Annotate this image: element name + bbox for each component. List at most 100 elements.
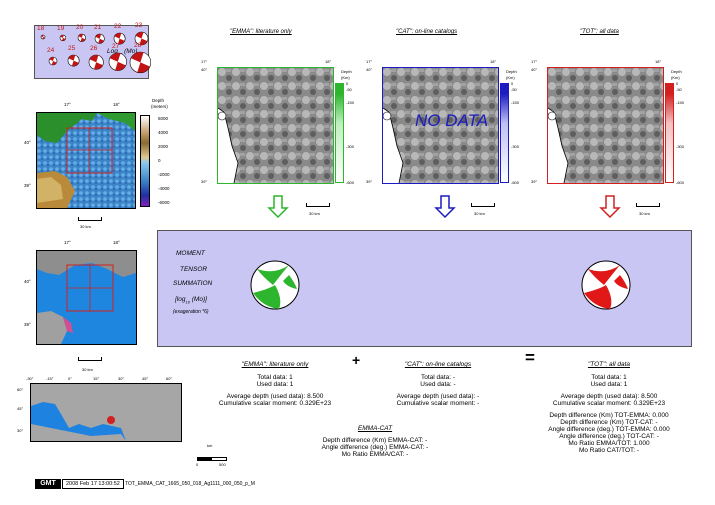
plus-operator: + <box>352 352 361 368</box>
depth-unit-label: (Km) <box>506 75 515 80</box>
magnitude-beachball-icon <box>77 33 87 42</box>
topo-colorbar-title: Depth <box>152 98 165 103</box>
topo-lon-17: 17° <box>64 102 71 107</box>
topo-colorbar <box>140 115 150 207</box>
topo-lon-18: 18° <box>113 102 120 107</box>
map-lon-17: 17° <box>531 59 538 64</box>
footer-filename: TOT_EMMA_CAT_1665_050_018_Ag1111_000_050… <box>125 481 255 487</box>
stats-cat-moment: Cumulative scalar moment: - <box>396 400 480 407</box>
stats-tot-avg-depth: Average depth (used data): 8.500 <box>560 393 658 400</box>
topo-colorbar-tick: -6000 <box>158 200 170 205</box>
stats-emma-cat-ratio: Mo Ratio EMMA/CAT: - <box>341 451 409 458</box>
stats-emma-cat: EMMA-CAT Depth difference (Km) EMMA-CAT:… <box>280 425 470 458</box>
bathy-lat-40: 40° <box>24 279 31 284</box>
map-lat-40: 40° <box>201 67 208 72</box>
map-lat-39: 39° <box>201 179 208 184</box>
europe-overview-map <box>30 383 182 442</box>
map-scale-label: 30 km <box>639 211 650 216</box>
europe-lon-tick: 60° <box>166 376 173 381</box>
bathy-lon-17: 17° <box>64 240 71 245</box>
equals-operator: = <box>525 348 535 367</box>
stats-tot-diff: Mo Ratio CAT/TOT: - <box>578 447 640 454</box>
stats-emma-title: "EMMA": literature only <box>241 361 309 368</box>
magnitude-label: 25 <box>68 45 76 52</box>
depth-label: Depth <box>506 69 517 74</box>
depth-tick: 0 <box>676 81 679 86</box>
depth-tick: -600 <box>346 180 355 185</box>
depth-colorbar-emma <box>335 83 344 183</box>
europe-lat-tick: 30° <box>17 428 24 433</box>
magnitude-label: 18 <box>37 25 45 32</box>
topo-colorbar-tick: 4000 <box>158 130 169 135</box>
map-lon-17: 17° <box>201 59 208 64</box>
stats-tot-total: Total data: 1 <box>591 374 627 381</box>
map-scale-label: 30 km <box>309 211 320 216</box>
map-scale-bar <box>636 203 660 207</box>
stats-tot-moment: Cumulative scalar moment: 0.329E+23 <box>552 400 666 407</box>
stats-tot-title: "TOT": all data <box>587 361 631 368</box>
europe-lon-tick: 15° <box>93 376 100 381</box>
map-lat-40: 40° <box>531 67 538 72</box>
bathy-scale-label: 30 km <box>82 367 93 372</box>
regional-bathymetry-map <box>36 250 137 345</box>
summation-line-moment: MOMENT <box>176 250 205 257</box>
depth-tick: -50 <box>346 87 352 92</box>
stats-emma-cat-title: EMMA-CAT <box>357 425 393 432</box>
depth-unit-label: (Km) <box>671 75 680 80</box>
map-lon-18: 18° <box>655 59 662 64</box>
summation-line-tensor: TENSOR <box>180 266 208 273</box>
topo-colorbar-tick: -4000 <box>158 186 170 191</box>
europe-lat-tick: 45° <box>17 406 24 411</box>
europe-lon-tick: 45° <box>142 376 149 381</box>
stats-tot-diff: Angle difference (deg.) TOT-CAT: - <box>559 433 659 440</box>
stats-cat-total: Total data: - <box>421 374 455 381</box>
topo-colorbar-unit: (meters) <box>151 104 168 109</box>
topo-scale-label: 30 km <box>80 224 91 229</box>
magnitude-label: 23 <box>135 22 143 29</box>
depth-tick: 0 <box>511 81 514 86</box>
magnitude-beachball-icon <box>68 54 80 67</box>
magnitude-beachball-icon <box>88 54 104 70</box>
depth-unit-label: (Km) <box>341 75 350 80</box>
depth-tick: -50 <box>676 87 682 92</box>
europe-scale-bar <box>197 457 227 461</box>
stats-cat-used: Used data: - <box>420 381 456 388</box>
magnitude-beachball-icon <box>59 34 67 42</box>
europe-lon-tick: 0° <box>68 376 72 381</box>
stats-tot-diff: Depth difference (Km) TOT-CAT: - <box>560 419 658 426</box>
depth-label: Depth <box>341 69 352 74</box>
topo-colorbar-tick: -2000 <box>158 172 170 177</box>
no-data-label: NO DATA <box>415 111 489 130</box>
magnitude-label: 19 <box>57 25 65 32</box>
magnitude-beachball-icon <box>94 33 105 44</box>
regional-topo-map <box>36 112 136 209</box>
arrow-down-blue-icon <box>434 195 456 218</box>
europe-lon-tick: 30° <box>118 376 125 381</box>
map-lat-39: 39° <box>531 179 538 184</box>
magnitude-label: 22 <box>114 23 122 30</box>
depth-colorbar-tot <box>665 83 674 183</box>
panel-emma-title: "EMMA": literature only <box>230 29 292 35</box>
map-lat-40: 40° <box>366 67 373 72</box>
stats-cat-title: "CAT": on-line catalogs <box>404 361 472 368</box>
stats-cat: "CAT": on-line catalogs Total data: - Us… <box>368 361 508 407</box>
stats-tot: "TOT": all data Total data: 1 Used data:… <box>535 361 683 454</box>
bathy-lat-39: 39° <box>24 322 31 327</box>
europe-lon-tick: -30° <box>26 376 34 381</box>
map-lat-39: 39° <box>366 179 373 184</box>
depth-tick: -600 <box>676 180 685 185</box>
depth-map-tot <box>547 67 664 184</box>
stats-emma-cat-angle: Angle difference (deg.) EMMA-CAT: - <box>321 444 429 451</box>
magnitude-beachball-icon <box>129 51 151 74</box>
stats-emma-avg-depth: Average depth (used data): 8.500 <box>226 393 324 400</box>
topo-scale-bar <box>78 217 102 221</box>
beachball-tot <box>581 260 631 310</box>
arrow-down-green-icon <box>267 195 289 218</box>
depth-colorbar-cat <box>500 83 509 183</box>
topo-lat-39: 39° <box>24 183 31 188</box>
arrow-down-red-icon <box>599 195 621 218</box>
stats-emma-used: Used data: 1 <box>256 381 294 388</box>
magnitude-label: 28 <box>134 42 142 49</box>
summation-line-exaggeration: (exageration *6) <box>173 309 209 315</box>
map-lon-18: 18° <box>490 59 497 64</box>
